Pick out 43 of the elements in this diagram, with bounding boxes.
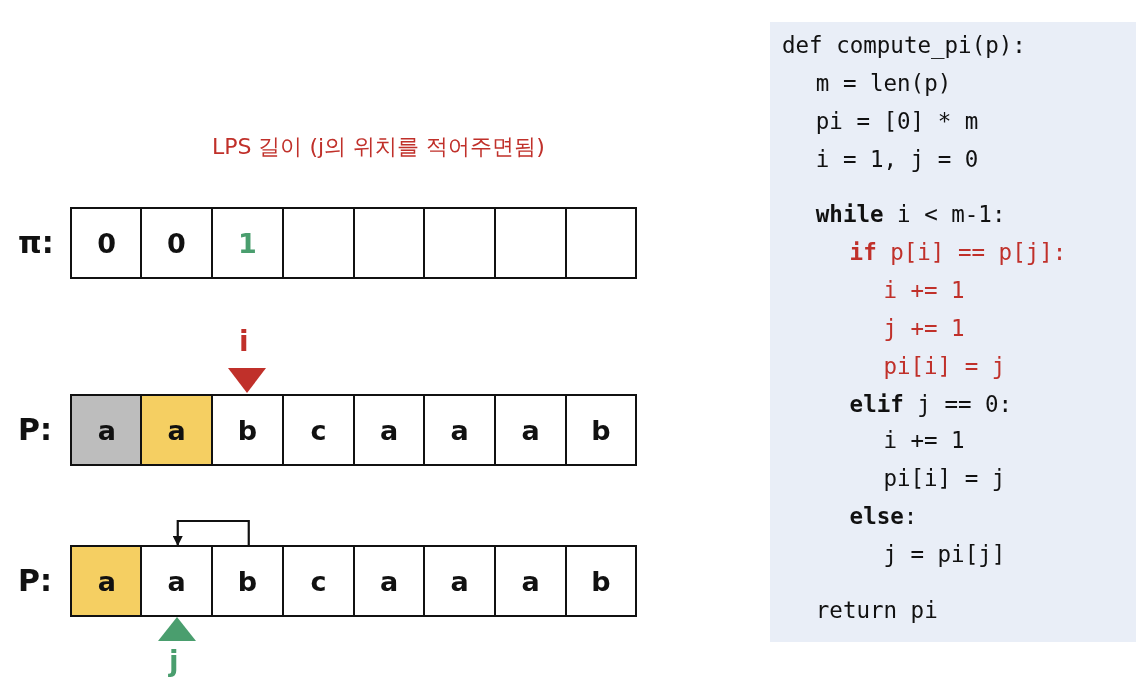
array-cell: [352, 207, 426, 279]
pointer-label: j: [169, 648, 179, 676]
array-cell: a: [139, 394, 214, 466]
array-cell: b: [210, 545, 285, 617]
array-cell: 1: [210, 207, 285, 279]
code-line: i += 1: [883, 279, 965, 302]
row-label: π:: [18, 228, 54, 258]
code-line: i = 1, j = 0: [815, 148, 979, 171]
arrow: [172, 519, 250, 546]
code-line: def compute_pi(p):: [782, 34, 1026, 57]
code-line: return pi: [815, 599, 938, 622]
annotation-note: LPS 길이 (j의 위치를 적어주면됨): [212, 136, 545, 158]
code-line: i += 1: [883, 429, 965, 452]
code-line: while i < m-1:: [815, 203, 1006, 226]
array-cell: [422, 207, 497, 279]
array-cell: [493, 207, 568, 279]
code-line: if p[i] == p[j]:: [849, 241, 1067, 264]
array-cell: c: [281, 394, 356, 466]
code-line: else:: [849, 505, 918, 528]
array-cell: [564, 207, 638, 279]
array-cell: b: [564, 545, 638, 617]
array-cell: b: [210, 394, 285, 466]
row-label: P:: [18, 566, 52, 596]
code-line: pi[i] = j: [883, 467, 1006, 490]
code-line: j = pi[j]: [883, 543, 1006, 566]
array-cell: a: [352, 394, 426, 466]
array-cell: 0: [139, 207, 214, 279]
code-line: elif j == 0:: [849, 393, 1013, 416]
code-line: j += 1: [883, 317, 965, 340]
array-cell: [281, 207, 356, 279]
code-line: pi[i] = j: [883, 355, 1006, 378]
pointer-label: i: [239, 328, 249, 356]
array-cell: a: [352, 545, 426, 617]
array-cell: a: [422, 394, 497, 466]
array-cell: a: [422, 545, 497, 617]
code-line: pi = [0] * m: [815, 110, 979, 133]
array-cell: b: [564, 394, 638, 466]
array-cell: a: [493, 394, 568, 466]
row-label: P:: [18, 415, 52, 445]
array-cell: a: [139, 545, 214, 617]
array-cell: c: [281, 545, 356, 617]
code-line: m = len(p): [815, 72, 952, 95]
array-cell: a: [493, 545, 568, 617]
